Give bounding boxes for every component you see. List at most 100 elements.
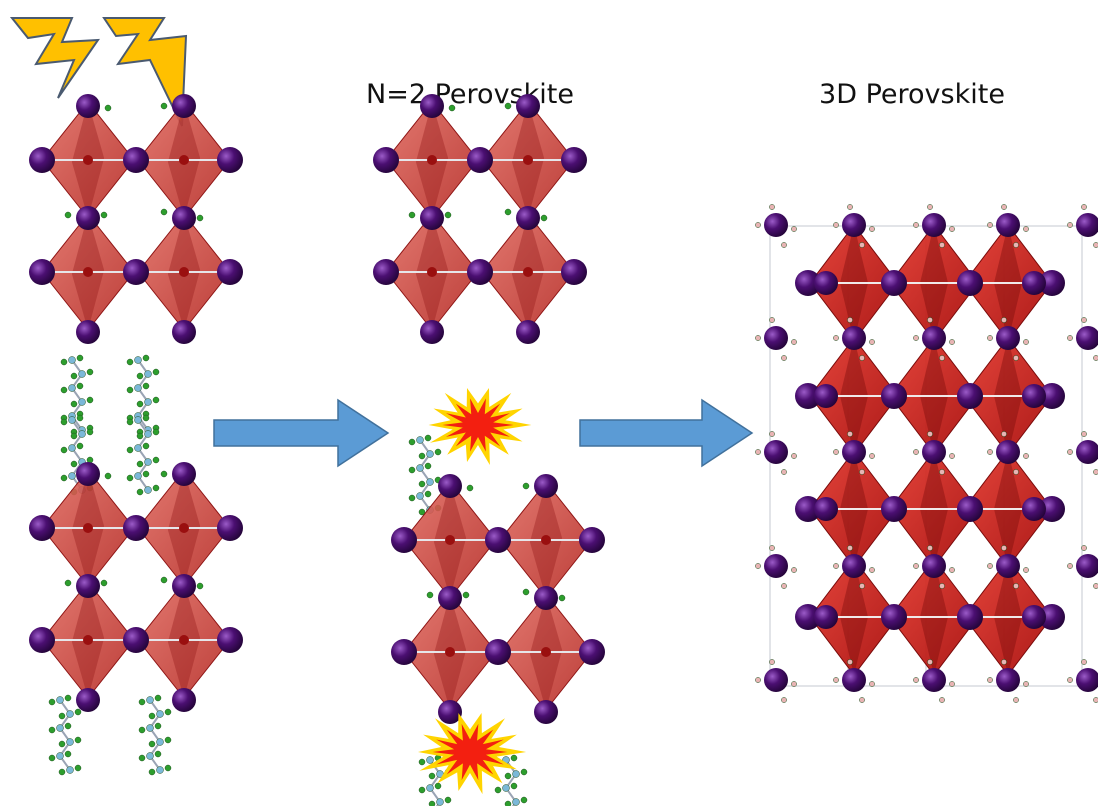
lead-atom (541, 535, 551, 545)
iodide-atom (881, 270, 907, 296)
hydrogen-atom (1093, 242, 1098, 248)
lead-atom (427, 267, 437, 277)
iodide-atom (29, 147, 55, 173)
hydrogen-atom (1013, 583, 1019, 589)
hydrogen-atom (76, 354, 84, 362)
hydrogen-atom (154, 750, 162, 758)
hydrogen-atom (74, 736, 82, 744)
hydrogen-atom (987, 449, 993, 455)
hydrogen-atom (939, 469, 945, 475)
hydrogen-atom (755, 563, 761, 569)
carbon-atom (134, 384, 142, 392)
hydrogen-atom (949, 681, 955, 687)
carbon-atom (426, 784, 434, 792)
middle-structure-title: N=2 Perovskite (366, 79, 574, 110)
carbon-atom (78, 430, 86, 438)
hydrogen-atom (64, 694, 72, 702)
hydrogen-atom (869, 567, 875, 573)
carbon-atom (68, 444, 76, 452)
hydrogen-atom (444, 796, 452, 804)
carbon-atom (156, 710, 164, 718)
hydrogen-atom (58, 712, 66, 720)
carbon-atom (78, 370, 86, 378)
hydrogen-atom (1067, 449, 1073, 455)
carbon-atom (426, 756, 434, 764)
hydrogen-atom (847, 545, 853, 551)
hydrogen-atom (126, 474, 134, 482)
hydrogen-atom (1093, 583, 1098, 589)
carbon-atom (134, 416, 142, 424)
iodide-atom (579, 527, 605, 553)
iodide-atom (76, 206, 100, 230)
iodide-atom (438, 586, 462, 610)
hydrogen-atom (160, 208, 168, 216)
hydrogen-atom (418, 480, 426, 488)
hydrogen-atom (781, 242, 787, 248)
hydrogen-atom (1093, 355, 1098, 361)
iodide-atom (1039, 383, 1065, 409)
carbon-atom (56, 752, 64, 760)
hydrogen-atom (462, 591, 470, 599)
hydrogen-atom (138, 754, 146, 762)
iodide-atom (842, 554, 866, 578)
hydrogen-atom (126, 418, 134, 426)
hydrogen-atom (164, 764, 172, 772)
hydrogen-atom (847, 431, 853, 437)
hydrogen-atom (1093, 697, 1098, 703)
hydrogen-atom (847, 659, 853, 665)
hydrogen-atom (58, 768, 66, 776)
iodide-atom (1022, 271, 1046, 295)
iodide-atom (996, 213, 1020, 237)
iodide-atom (579, 639, 605, 665)
iodide-atom (795, 270, 821, 296)
iodide-atom (29, 627, 55, 653)
iodide-atom (76, 688, 100, 712)
hydrogen-atom (434, 782, 442, 790)
iodide-atom (957, 496, 983, 522)
hydrogen-atom (510, 754, 518, 762)
lightning-group (9, 17, 188, 127)
hydrogen-atom (859, 697, 865, 703)
hydrogen-atom (520, 768, 528, 776)
hydrogen-atom (1013, 697, 1019, 703)
hydrogen-atom (60, 386, 68, 394)
burst-group (418, 387, 532, 795)
hydrogen-atom (755, 677, 761, 683)
hydrogen-atom (60, 358, 68, 366)
hydrogen-atom (1067, 677, 1073, 683)
hydrogen-atom (48, 754, 56, 762)
hydrogen-atom (927, 431, 933, 437)
hydrogen-atom (160, 470, 168, 478)
hydrogen-atom (148, 712, 156, 720)
iodide-atom (922, 326, 946, 350)
carbon-atom (146, 752, 154, 760)
hydrogen-atom (64, 579, 72, 587)
arrow-right-icon (579, 398, 754, 468)
hydrogen-atom (859, 469, 865, 475)
hydrogen-atom (781, 355, 787, 361)
hydrogen-atom (769, 204, 775, 210)
lead-atom (179, 267, 189, 277)
hydrogen-atom (148, 740, 156, 748)
hydrogen-atom (1001, 659, 1007, 665)
hydrogen-atom (104, 104, 112, 112)
hydrogen-atom (520, 796, 528, 804)
hydrogen-atom (927, 317, 933, 323)
hydrogen-atom (504, 772, 512, 780)
iodide-atom (795, 383, 821, 409)
iodide-atom (842, 440, 866, 464)
carbon-atom (416, 436, 424, 444)
hydrogen-atom (138, 726, 146, 734)
hydrogen-atom (558, 594, 566, 602)
hydrogen-atom (76, 382, 84, 390)
carbon-atom (146, 724, 154, 732)
hydrogen-atom (1013, 355, 1019, 361)
iodide-atom (420, 320, 444, 344)
iodide-atom (420, 206, 444, 230)
iodide-atom (1039, 604, 1065, 630)
iodide-atom (764, 554, 788, 578)
hydrogen-atom (927, 659, 933, 665)
hydrogen-atom (859, 242, 865, 248)
explosion-burst-inner (442, 398, 514, 452)
hydrogen-atom (781, 697, 787, 703)
